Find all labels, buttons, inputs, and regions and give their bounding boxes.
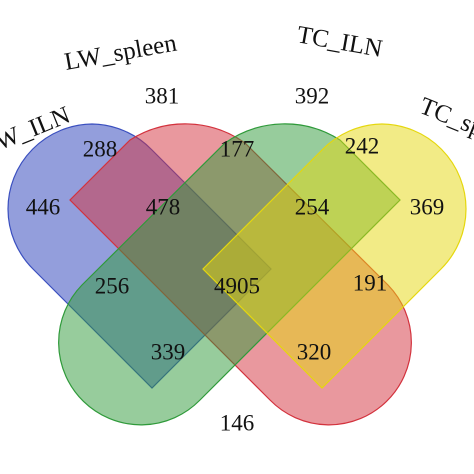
count-lw-iln-lw-spleen-tc-iln: 478: [146, 194, 181, 219]
count-lw-spleen-tc-iln: 177: [220, 136, 255, 161]
count-lw-spleen-only: 381: [145, 83, 180, 108]
set-label-lw-spleen: LW_spleen: [62, 30, 179, 76]
set-tc-spleen-shape: [202, 123, 467, 389]
count-tc-spleen-only: 369: [410, 194, 445, 219]
count-tc-iln-tc-spleen: 242: [345, 133, 380, 158]
count-all-four: 4905: [214, 273, 260, 298]
count-lw-iln-tc-spleen: 146: [220, 410, 255, 435]
set-label-tc-iln: TC_ILN: [295, 21, 384, 63]
count-lw-iln-tc-iln: 256: [95, 273, 130, 298]
count-lw-iln-only: 446: [26, 194, 61, 219]
count-lw-spleen-tc-iln-tc-spleen: 254: [295, 194, 330, 219]
set-shapes: [7, 123, 467, 426]
region-counts: 446 381 392 369 288 177 242 478 254 256 …: [26, 83, 445, 435]
count-lw-spleen-tc-spleen: 191: [353, 270, 388, 295]
count-tc-iln-only: 392: [295, 83, 330, 108]
count-lw-iln-lw-spleen: 288: [83, 136, 118, 161]
count-lw-iln-lw-spleen-tc-spleen: 320: [297, 339, 332, 364]
count-lw-iln-tc-iln-tc-spleen: 339: [151, 339, 186, 364]
